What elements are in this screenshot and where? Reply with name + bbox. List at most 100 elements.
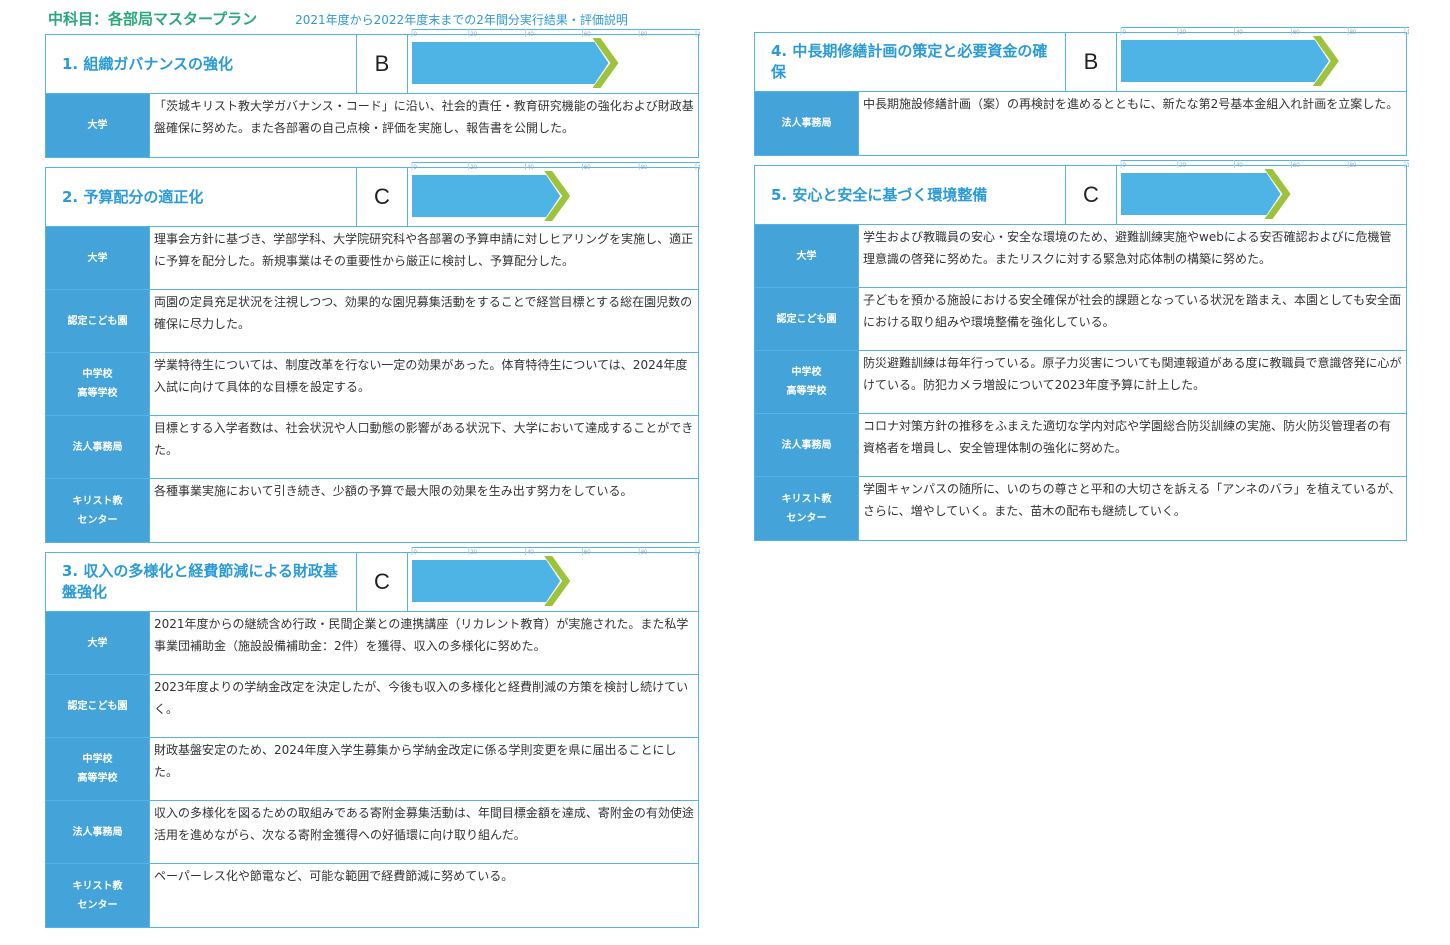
- page-subtitle: 2021年度から2022年度末までの2年間分実行結果・評価説明: [295, 13, 628, 27]
- department-result-text: 2023年度よりの学納金改定を決定したが、今後も収入の多様化と経費削減の方策を検…: [154, 680, 689, 716]
- scale-tick-label: 60: [584, 165, 591, 171]
- scale-tick-label: 100: [697, 32, 700, 38]
- department-result-text: 学生および教職員の安心・安全な環境のため、避難訓練実施やwebによる安否確認およ…: [863, 230, 1392, 266]
- department-label: 法人事務局: [755, 92, 859, 155]
- department-result-text: 学園キャンパスの随所に、いのちの尊さと平和の大切さを訴える「アンネのバラ」を植え…: [863, 482, 1401, 518]
- department-row: 法人事務局中長期施設修繕計画（案）の再検討を進めるとともに、新たな第2号基本金組…: [755, 92, 1406, 155]
- department-label: 中学校 高等学校: [46, 738, 150, 800]
- department-result-text: 目標とする入学者数は、社会状況や人口動態の影響がある状況下、大学において達成する…: [154, 421, 694, 457]
- department-row: 中学校 高等学校学業特待生については、制度改革を行ない一定の効果があった。体育特…: [46, 353, 698, 416]
- department-row: 大学学生および教職員の安心・安全な環境のため、避難訓練実施やwebによる安否確認…: [755, 225, 1406, 288]
- department-result-text: 防災避難訓練は毎年行っている。原子力災害についても関連報道がある度に教職員で意識…: [863, 356, 1402, 392]
- department-label: 中学校 高等学校: [755, 351, 859, 413]
- progress-fill-blue: [412, 175, 561, 217]
- grade-badge: B: [356, 35, 408, 93]
- department-result-text: コロナ対策方針の推移をふまえた適切な学内対応や学園総合防災訓練の実施、防火防災管…: [863, 419, 1392, 455]
- scale-tick-label: 40: [527, 550, 534, 556]
- scale-tick-label: 60: [1293, 163, 1300, 169]
- scale-tick-label: 80: [1350, 163, 1357, 169]
- department-row: 中学校 高等学校防災避難訓練は毎年行っている。原子力災害についても関連報道がある…: [755, 351, 1406, 414]
- scale-tick-label: 40: [1236, 163, 1243, 169]
- goal-card-1: 1. 組織ガバナンスの強化B020406080100大学「茨城キリスト教大学ガバ…: [45, 29, 700, 158]
- scale-tick-label: 80: [641, 550, 648, 556]
- progress-arrow-head: [544, 171, 571, 221]
- department-result-text: 2021年度からの継続含め行政・民間企業との連携講座（リカレント教育）が実施され…: [154, 617, 689, 653]
- scale-tick-label: 80: [1350, 30, 1357, 36]
- department-row: 大学「茨城キリスト教大学ガバナンス・コード」に沿い、社会的責任・教育研究機能の強…: [46, 94, 698, 157]
- goal-title: 5. 安心と安全に基づく環境整備: [771, 185, 988, 204]
- department-label: 法人事務局: [46, 801, 150, 863]
- goal-card-header: 1. 組織ガバナンスの強化B020406080100: [46, 29, 700, 94]
- department-result-text: 収入の多様化を図るための取組みである寄附金募集活動は、年間目標金額を達成、寄附金…: [154, 806, 694, 842]
- page-header: 中科目：各部局マスタープラン 2021年度から2022年度末までの2年間分実行結…: [48, 8, 628, 30]
- goal-card-header: 3. 収入の多様化と経費節減による財政基盤強化 C0 20 40 60 80 100: [46, 547, 700, 612]
- scale-tick-label: 20: [470, 32, 477, 38]
- department-label: 認定こども園: [755, 288, 859, 350]
- progress-bar: 020406080100: [411, 29, 700, 88]
- department-label: 認定こども園: [46, 290, 150, 352]
- department-row: 認定こども園両園の定員充足状況を注視しつつ、効果的な園児募集活動をすることで経営…: [46, 290, 698, 353]
- department-label: 大学: [46, 612, 150, 674]
- department-result-text: 子どもを預かる施設における安全確保が社会的課題となっている状況を踏まえ、本園とし…: [863, 293, 1402, 329]
- department-result-text: 理事会方針に基づき、学部学科、大学院研究科や各部署の予算申請に対しヒアリングを実…: [154, 232, 694, 268]
- goal-title: 1. 組織ガバナンスの強化: [62, 54, 234, 73]
- progress-fill-blue: [412, 42, 609, 84]
- grade-badge: C: [356, 168, 408, 226]
- progress-fill-blue: [1121, 173, 1281, 215]
- department-result-text: 各種事業実施において引き続き、少額の予算で最大限の効果を生み出す努力をしている。: [154, 484, 633, 498]
- scale-tick-label: 60: [1293, 30, 1300, 36]
- goal-title: 3. 収入の多様化と経費節減による財政基盤強化: [62, 562, 338, 601]
- scale-tick-label: 60: [584, 32, 591, 38]
- scale-tick-label: 0: [1123, 30, 1127, 36]
- department-row: 中学校 高等学校財政基盤安定のため、2024年度入学生募集から学納金改定に係る学…: [46, 738, 698, 801]
- scale-tick-label: 20: [1179, 163, 1186, 169]
- department-label: キリスト教 センター: [46, 479, 150, 542]
- progress-arrow-head: [1312, 36, 1339, 86]
- department-result-text: 「茨城キリスト教大学ガバナンス・コード」に沿い、社会的責任・教育研究機能の強化お…: [154, 99, 694, 135]
- progress-fill-blue: [412, 560, 561, 602]
- department-label: 認定こども園: [46, 675, 150, 737]
- department-label: 大学: [46, 227, 150, 289]
- department-result-text: 学業特待生については、制度改革を行ない一定の効果があった。体育特待生については、…: [154, 358, 688, 394]
- department-label: 大学: [46, 94, 150, 157]
- department-result-text: 両園の定員充足状況を注視しつつ、効果的な園児募集活動をすることで経営目標とする総…: [154, 295, 693, 331]
- scale-tick-label: 20: [1179, 30, 1186, 36]
- department-label: 中学校 高等学校: [46, 353, 150, 415]
- progress-bar: 020406080100: [1120, 160, 1409, 219]
- goal-title: 2. 予算配分の適正化: [62, 187, 204, 206]
- department-label: キリスト教 センター: [46, 864, 150, 927]
- goal-card-header: 5. 安心と安全に基づく環境整備C020406080100: [755, 160, 1409, 225]
- department-label: 法人事務局: [46, 416, 150, 478]
- scale-tick-label: 20: [470, 550, 477, 556]
- goal-card-4: 4. 中長期修繕計画の策定と必要資金の確保B020406080100法人事務局中…: [754, 27, 1409, 156]
- department-row: キリスト教 センター各種事業実施において引き続き、少額の予算で最大限の効果を生み…: [46, 479, 698, 542]
- scale-tick-label: 100: [1406, 30, 1409, 36]
- progress-fill-blue: [1121, 40, 1329, 82]
- grade-badge: C: [356, 553, 408, 611]
- scale-tick-label: 40: [527, 32, 534, 38]
- department-row: 法人事務局コロナ対策方針の推移をふまえた適切な学内対応や学園総合防災訓練の実施、…: [755, 414, 1406, 477]
- goal-title: 4. 中長期修繕計画の策定と必要資金の確保: [771, 42, 1048, 81]
- scale-tick-label: 60: [584, 550, 591, 556]
- goal-card-header: 2. 予算配分の適正化C020406080100: [46, 162, 700, 227]
- grade-badge: C: [1065, 166, 1117, 224]
- scale-tick-label: 0: [414, 32, 418, 38]
- department-row: キリスト教 センター学園キャンパスの随所に、いのちの尊さと平和の大切さを訴える「…: [755, 477, 1406, 540]
- scale-tick-label: 80: [641, 165, 648, 171]
- department-row: 法人事務局収入の多様化を図るための取組みである寄附金募集活動は、年間目標金額を達…: [46, 801, 698, 864]
- progress-bar: 020406080100: [1120, 27, 1409, 86]
- scale-tick-label: 0: [414, 165, 418, 171]
- goal-card-3: 3. 収入の多様化と経費節減による財政基盤強化 C0 20 40 60 80 100 大学20…: [45, 547, 700, 928]
- scale-tick-label: 100: [697, 550, 700, 556]
- department-label: 法人事務局: [755, 414, 859, 476]
- department-label: キリスト教 センター: [755, 477, 859, 540]
- scale-tick-label: 0: [414, 550, 418, 556]
- progress-bar: 020406080100: [411, 162, 700, 221]
- scale-tick-label: 40: [527, 165, 534, 171]
- department-result-text: 財政基盤安定のため、2024年度入学生募集から学納金改定に係る学則変更を県に届出…: [154, 743, 677, 779]
- department-row: 法人事務局目標とする入学者数は、社会状況や人口動態の影響がある状況下、大学におい…: [46, 416, 698, 479]
- department-result-text: 中長期施設修繕計画（案）の再検討を進めるとともに、新たな第2号基本金組入れ計画を…: [863, 97, 1399, 111]
- goal-card-2: 2. 予算配分の適正化C020406080100大学理事会方針に基づき、学部学科…: [45, 162, 700, 543]
